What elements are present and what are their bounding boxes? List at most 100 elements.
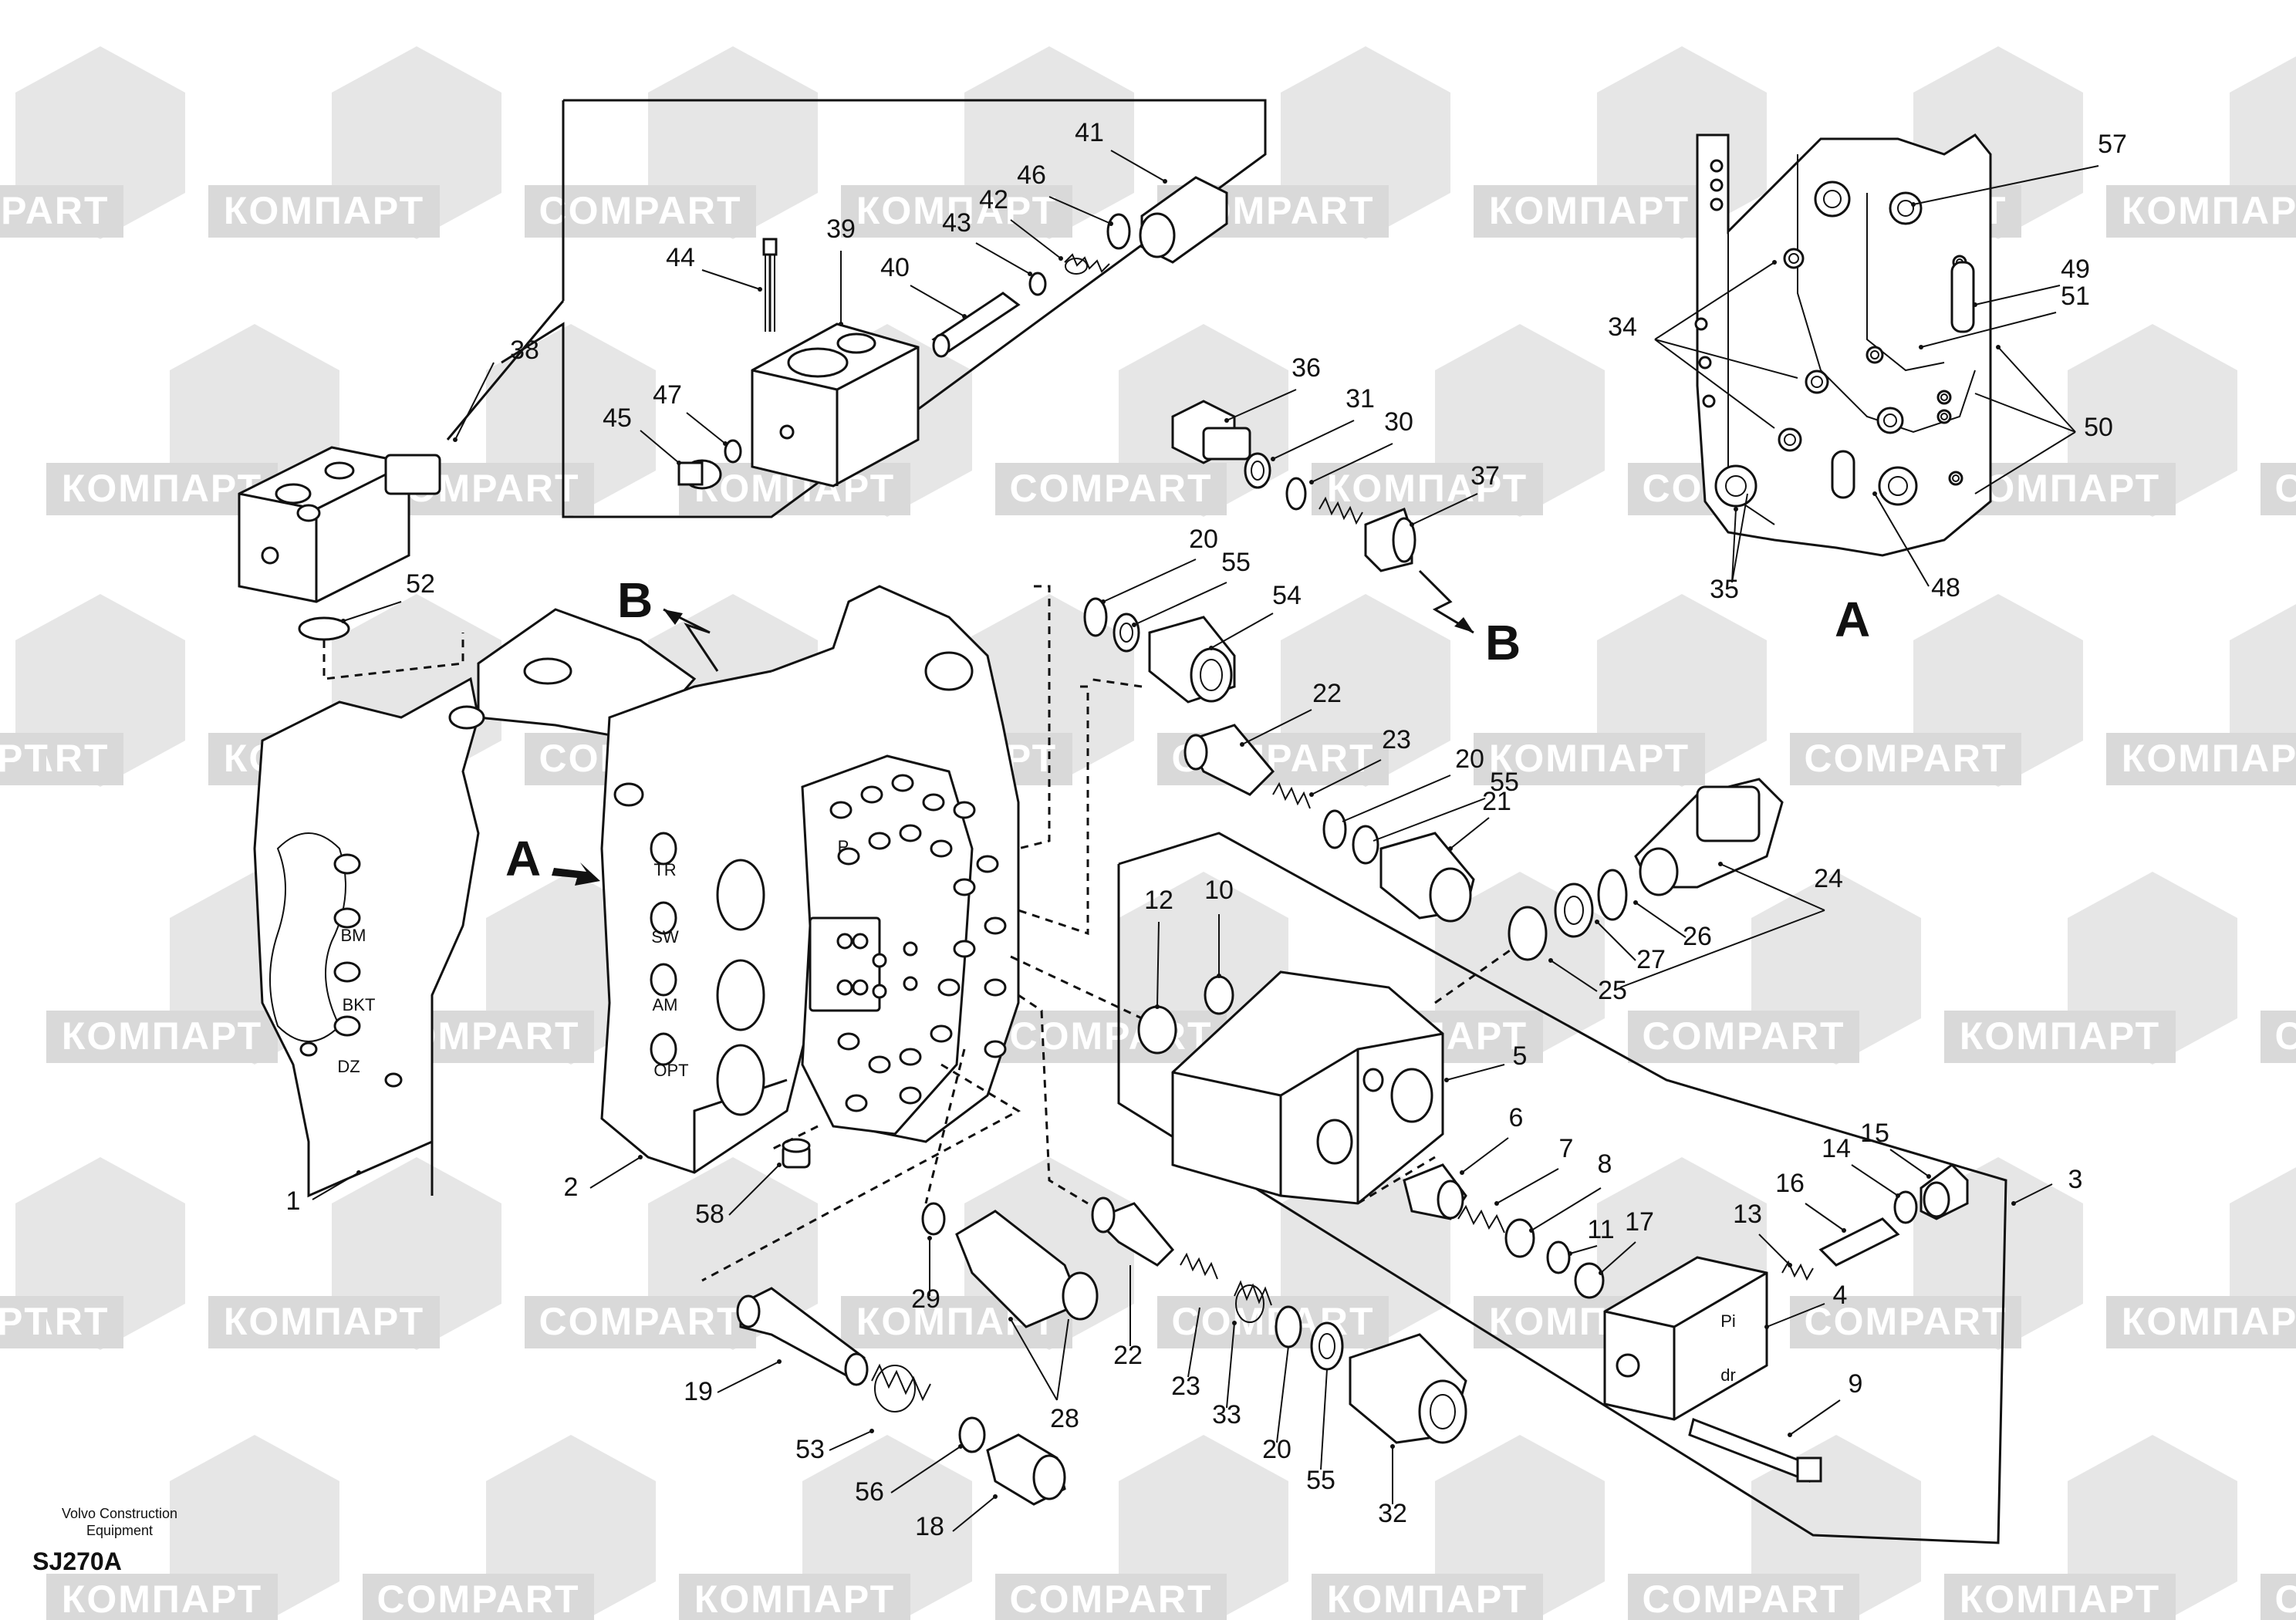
- port-hole: [891, 774, 914, 792]
- section-b-label-right: B: [1485, 615, 1521, 670]
- relief-valve-24: [1634, 778, 1784, 896]
- port-hole: [837, 847, 860, 866]
- watermark-brand-cyrillic: КОМПАРТ: [2122, 189, 2296, 232]
- plug-58: [782, 1138, 811, 1169]
- port-label-am: AM: [653, 995, 678, 1014]
- watermark-brand-cyrillic: КОМПАРТ: [1489, 737, 1690, 780]
- bolt-44: [762, 238, 778, 332]
- sleeve-22a: [1183, 724, 1275, 796]
- port-hole: [984, 916, 1007, 935]
- watermark-brand-latin: COMPART: [2274, 1578, 2296, 1620]
- callout-40: 40: [880, 253, 910, 282]
- callout-extra-55: 55: [1306, 1466, 1335, 1495]
- watermark-tile: КОМПАРТ: [841, 46, 1134, 239]
- port-hole: [930, 839, 953, 858]
- callout-25: 25: [1598, 976, 1627, 1005]
- watermark-brand-latin: COMPART: [1009, 467, 1212, 510]
- watermark-tile: COMPART: [1628, 1435, 1921, 1620]
- callout-53: 53: [795, 1435, 825, 1464]
- port-hole: [953, 940, 976, 958]
- port-hole: [976, 855, 999, 873]
- plug-45: [677, 459, 722, 490]
- section-a-label: A: [505, 831, 541, 886]
- callout-8: 8: [1598, 1149, 1612, 1179]
- callout-extra-55: 55: [1490, 768, 1519, 797]
- callout-extra-23: 23: [1171, 1372, 1200, 1401]
- detail-port: [1876, 407, 1904, 434]
- callout-6: 6: [1509, 1103, 1524, 1132]
- port-label-sw: SW: [651, 927, 679, 947]
- detail-port: [1714, 464, 1757, 508]
- callout-45: 45: [603, 403, 632, 433]
- callout-22: 22: [1312, 679, 1342, 708]
- port-hole: [953, 801, 976, 819]
- port-label-opt: OPT: [653, 1061, 688, 1080]
- watermark-brand-latin: COMPART: [1642, 1578, 1845, 1620]
- ring-11: [1546, 1240, 1571, 1274]
- section-b-arrows: [663, 569, 1474, 672]
- watermark-brand-latin: COMPART: [539, 189, 741, 232]
- ring-27: [1554, 883, 1594, 938]
- ring-31: [1244, 452, 1271, 489]
- detail-port: [1878, 466, 1918, 506]
- port-hole: [845, 1094, 868, 1112]
- watermark-brand-cyrillic: КОМПАРТ: [62, 1578, 262, 1620]
- detail-port: [1936, 390, 1952, 405]
- port-label-dz: DZ: [337, 1057, 360, 1076]
- watermark-brand-cyrillic: КОМПАРТ: [694, 1578, 895, 1620]
- callout-extra-20: 20: [1455, 744, 1484, 774]
- watermark-tile: КОМПАРТ: [1474, 594, 1767, 787]
- callout-12: 12: [1144, 886, 1173, 915]
- port-hole: [868, 832, 891, 850]
- plug-18: [986, 1433, 1066, 1506]
- detail-port: [1948, 471, 1963, 486]
- detail-port: [1936, 409, 1952, 424]
- callout-27: 27: [1636, 945, 1666, 974]
- main-valve-body-1: [253, 677, 480, 1198]
- ring-29: [921, 1202, 946, 1236]
- ring-56: [958, 1416, 986, 1453]
- callout-26: 26: [1683, 922, 1712, 951]
- port-label-dr: dr: [1720, 1365, 1736, 1385]
- watermark-tile: КОМПАРТ: [208, 46, 501, 239]
- callout-37: 37: [1470, 461, 1500, 491]
- watermark-tile: КОМПАРТ: [208, 1157, 501, 1350]
- callout-39: 39: [826, 214, 856, 244]
- spring-7: [1457, 1204, 1505, 1234]
- plug-32: [1349, 1333, 1467, 1444]
- ring-52: [298, 616, 350, 641]
- spring-42: [1064, 253, 1110, 275]
- valve-port-holes: [829, 774, 1007, 1112]
- sleeve-22b: [1091, 1196, 1175, 1267]
- watermark-tile: COMPART: [1790, 594, 2083, 787]
- callout-43: 43: [942, 208, 971, 238]
- watermark-brand-latin: COMPART: [1804, 737, 2007, 780]
- port-hole: [984, 978, 1007, 997]
- ring-10: [1204, 975, 1234, 1015]
- watermark-tile: КОМПАРТ: [1944, 1435, 2237, 1620]
- port-hole: [922, 793, 945, 812]
- callout-41: 41: [1075, 118, 1104, 147]
- valve-block-5: [1171, 970, 1444, 1205]
- watermark-tile: КОМПАРТ: [679, 1435, 972, 1620]
- callout-58: 58: [695, 1200, 724, 1229]
- callout-32: 32: [1378, 1499, 1407, 1528]
- watermark-brand-cyrillic: КОМПАРТ: [224, 1300, 424, 1343]
- port-label-p: P: [838, 837, 849, 856]
- detail-port: [1814, 181, 1851, 218]
- callout-9: 9: [1849, 1369, 1863, 1399]
- plug-54: [1148, 616, 1236, 704]
- watermark-tile: КОМПАРТ: [2106, 1167, 2296, 1348]
- section-plate-holes: [801, 754, 974, 1136]
- watermark-partial: PT: [0, 737, 49, 780]
- model-code: SJ270A: [32, 1547, 122, 1575]
- callout-4: 4: [1833, 1281, 1848, 1310]
- port-hole: [937, 978, 961, 997]
- watermark-brand-cyrillic: КОМПАРТ: [62, 467, 262, 510]
- watermark-partial: PT: [0, 1300, 49, 1343]
- ring-12: [1137, 1005, 1177, 1055]
- port-label-bkt: BKT: [343, 995, 376, 1014]
- ring-55c: [1310, 1321, 1344, 1371]
- watermark-brand-cyrillic: КОМПАРТ: [1960, 467, 2160, 510]
- watermark-tile: КОМПАРТ: [1312, 324, 1605, 517]
